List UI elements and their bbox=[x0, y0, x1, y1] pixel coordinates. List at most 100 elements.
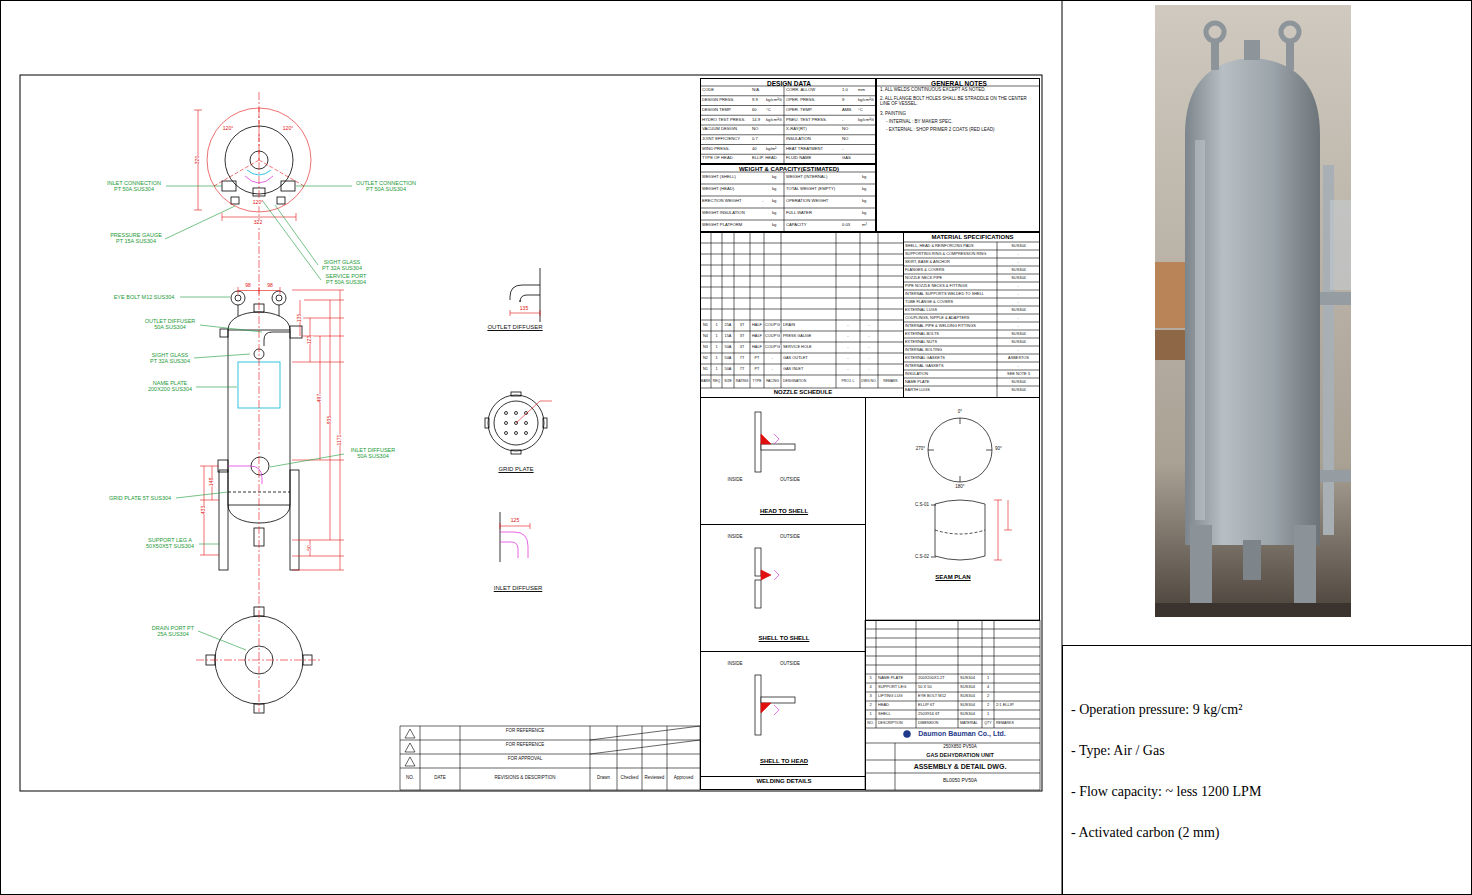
table-cell: NO bbox=[752, 127, 758, 132]
table-cell: 25A bbox=[725, 323, 732, 327]
drawing-line bbox=[231, 197, 239, 204]
table-heading: NOZZLE SCHEDULE bbox=[774, 389, 833, 396]
table-cell: - bbox=[1018, 292, 1019, 296]
table-cell: - bbox=[1018, 348, 1019, 352]
table-cell: EXTERNAL LUGS bbox=[905, 308, 937, 312]
table-heading: WEIGHT & CAPACITY(ESTIMATED) bbox=[739, 166, 839, 173]
dimension-text: 98 bbox=[245, 283, 251, 289]
drawing-line bbox=[774, 705, 779, 715]
callout-label: NAME PLATE 200X200 SUS304 bbox=[146, 380, 194, 392]
dimension-text: 120° bbox=[223, 126, 233, 132]
dimension-text: 497 bbox=[317, 394, 323, 402]
table-cell: °C bbox=[766, 108, 771, 113]
table-cell: N5 bbox=[703, 323, 708, 327]
table-cell: 1 bbox=[715, 367, 717, 371]
drawing-line bbox=[279, 305, 280, 316]
table-header: QTY bbox=[984, 722, 991, 726]
note-text: 2. ALL FLANGE BOLT HOLES SHALL BE STRADD… bbox=[880, 97, 1036, 107]
table-cell: INTERNAL BOLTING bbox=[905, 348, 942, 352]
drawing-line bbox=[194, 110, 202, 210]
parts-cell: 3 bbox=[869, 694, 871, 698]
drawing-line bbox=[290, 470, 299, 570]
drawing-line bbox=[755, 548, 761, 576]
table-cell: OPERATION WEIGHT bbox=[786, 199, 828, 204]
table-cell: - bbox=[847, 345, 848, 349]
drawing-line bbox=[755, 580, 761, 608]
table-header: DWG NO. bbox=[861, 380, 876, 384]
table-cell: N3 bbox=[703, 345, 708, 349]
drawing-line bbox=[292, 290, 344, 570]
table-cell: kg/cm²G bbox=[766, 98, 782, 103]
table-cell: HALF bbox=[752, 345, 762, 349]
table-cell: INTERNAL PIPE & WELDING FITTINGS bbox=[905, 324, 976, 328]
table-cell: 7T bbox=[740, 367, 745, 371]
drawing-line bbox=[700, 86, 876, 164]
dimension-text: 135 bbox=[520, 306, 528, 312]
callout-label: DRAIN PORT PT 25A SUS304 bbox=[150, 625, 196, 637]
table-header: REMARKS bbox=[996, 722, 1014, 726]
parts-cell: SUS304 bbox=[960, 694, 975, 698]
table-cell: WEIGHT (INTERNAL) bbox=[786, 175, 827, 180]
parts-cell: 50 X 50 bbox=[918, 685, 932, 689]
seam-plan-drawing bbox=[928, 418, 1012, 560]
title-text: 250X850 PV50A bbox=[943, 745, 976, 750]
dimension-text: 120° bbox=[283, 126, 293, 132]
table-cell: SUS304 bbox=[1011, 332, 1026, 336]
seam-label: C.S-01 bbox=[915, 503, 929, 508]
table-cell: kg bbox=[862, 187, 866, 192]
weld-side-label: OUTSIDE bbox=[780, 535, 800, 540]
weld-side-label: OUTSIDE bbox=[780, 478, 800, 483]
drawing-line bbox=[774, 570, 779, 580]
drawing-line bbox=[928, 418, 992, 482]
title-text: GAS DEHYDRATION UNIT bbox=[926, 752, 994, 758]
spec-line: - Type: Air / Gas bbox=[1071, 743, 1165, 759]
parts-cell: 2 bbox=[987, 694, 989, 698]
table-cell: SUS304 bbox=[1011, 268, 1026, 272]
table-cell: VACUUM DESIGN bbox=[702, 127, 737, 132]
drawing-line bbox=[590, 726, 700, 754]
company-name: Daumon Bauman Co., Ltd. bbox=[918, 730, 1006, 738]
drawing-line bbox=[761, 434, 771, 444]
table-header: REVISIONS & DESCRIPTION bbox=[495, 776, 556, 781]
table-cell: 7T bbox=[740, 356, 745, 360]
table-cell: - bbox=[868, 356, 869, 360]
table-cell: PRESS GAUGE bbox=[783, 334, 811, 338]
table-cell: NAME PLATE bbox=[905, 380, 929, 384]
spec-box: - Operation pressure: 9 kg/cm²- Type: Ai… bbox=[1062, 645, 1472, 895]
parts-cell: LIFTING LUG bbox=[878, 694, 903, 698]
drawing-line bbox=[935, 500, 985, 560]
drawing-line bbox=[700, 172, 876, 232]
detail-title: GRID PLATE bbox=[498, 466, 533, 473]
table-cell: PT bbox=[755, 367, 760, 371]
table-cell: 1 bbox=[715, 323, 717, 327]
table-header: RATING bbox=[736, 380, 749, 384]
dimension-text: 98 bbox=[267, 283, 273, 289]
dimension-text: 1171 bbox=[337, 435, 343, 446]
table-cell: 40 bbox=[752, 147, 757, 152]
table-cell: - bbox=[772, 367, 773, 371]
weld-detail-box: SHELL TO SHELL bbox=[700, 524, 866, 652]
table-cell: WEIGHT PLATFORM bbox=[702, 223, 742, 228]
table-cell: SUS304 bbox=[1011, 388, 1026, 392]
callout-label: PRESSURE GAUGE PT 15A SUS304 bbox=[109, 232, 163, 244]
table-cell: N2 bbox=[703, 356, 708, 360]
table-header: REMARK bbox=[883, 380, 898, 384]
table-header: Reviewed bbox=[645, 776, 665, 781]
drawing-line bbox=[515, 432, 518, 435]
center-lines bbox=[196, 92, 322, 712]
table-cell: FLUID NAME bbox=[786, 156, 811, 161]
weld-details bbox=[755, 412, 795, 735]
drawing-line bbox=[214, 108, 304, 186]
weld-side-label: INSIDE bbox=[727, 662, 742, 667]
drawing-line bbox=[510, 285, 540, 302]
parts-cell: SHELL bbox=[878, 712, 891, 716]
drawing-line bbox=[165, 186, 352, 650]
drawing-line bbox=[500, 512, 501, 562]
parts-cell: SUS304 bbox=[960, 712, 975, 716]
weld-detail-box: HEAD TO SHELL bbox=[700, 397, 866, 525]
parts-cell: 5 bbox=[869, 676, 871, 680]
table-cell: - bbox=[868, 345, 869, 349]
drawing-line bbox=[485, 418, 489, 428]
table-cell: AMB. bbox=[842, 108, 852, 113]
